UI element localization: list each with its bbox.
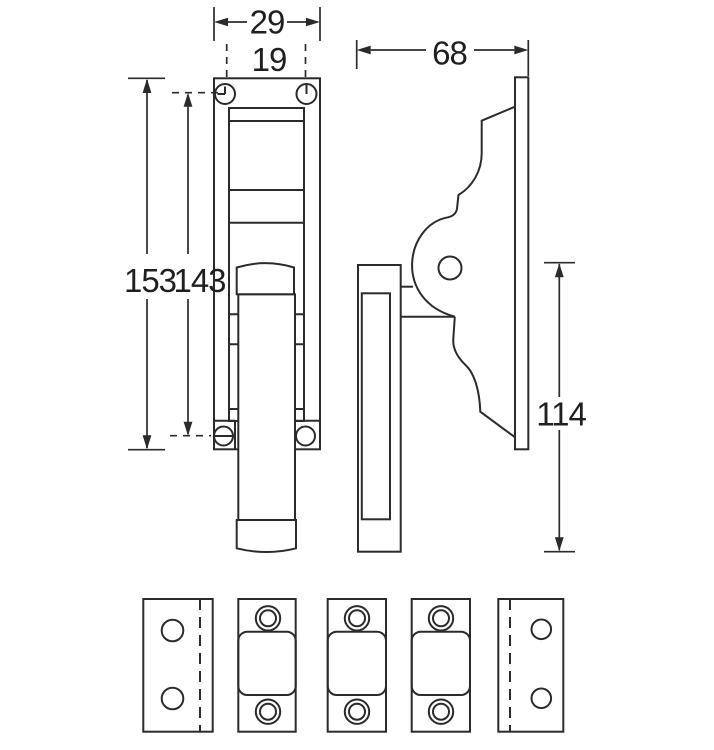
dim-68-extension-lines (355, 40, 530, 76)
dim-29-arrow-right (306, 17, 320, 27)
dim-153-arrow-top (142, 78, 152, 93)
keep-2-box (326, 630, 388, 697)
end-plate-right-hole-bottom (530, 687, 553, 710)
side-view (357, 76, 530, 553)
keep-2-countersink-bottom (343, 698, 371, 725)
dimension-153: 153 (124, 77, 177, 451)
keep-1-countersink-bottom (254, 698, 282, 725)
dim-label-front-height: 153 (124, 262, 176, 299)
end-plate-left-hole-bottom (160, 686, 185, 711)
keep-2-hole-top (348, 609, 366, 628)
keep-plate-1 (237, 598, 297, 733)
bottom-screw-hole-right (295, 425, 316, 447)
end-plate-right (497, 598, 565, 733)
top-screw-hole-right (295, 83, 318, 105)
keep-1-hole-top (259, 609, 277, 628)
keep-plate-3 (410, 598, 472, 733)
dim-153-ticks (128, 77, 165, 451)
dim-143-dashed-leaders (170, 91, 218, 437)
end-plate-left-body (142, 598, 214, 733)
side-ogee-lower (452, 316, 516, 439)
end-plate-left-hole-top (160, 618, 185, 643)
dim-label-side-handle-length: 114 (536, 396, 586, 433)
dim-label-side-depth: 68 (432, 35, 467, 72)
dimension-29: 29 (213, 4, 321, 41)
keep-2-hole-bottom (348, 702, 366, 721)
handle-grip (235, 519, 297, 554)
dim-114-arrow-top (554, 263, 564, 278)
side-ogee-upper (411, 105, 516, 318)
keep-3-countersink-top (427, 605, 455, 632)
keep-1-countersink-top (254, 605, 282, 632)
handle-shaft (237, 293, 297, 521)
dim-label-front-screw-spacing: 19 (252, 41, 287, 78)
dim-19-dashed-ticks (225, 44, 307, 78)
dimension-68: 68 (355, 35, 530, 76)
dim-68-arrow-left (356, 45, 371, 55)
keep-1-hole-bottom (259, 702, 277, 721)
keep-1-body (237, 598, 297, 733)
side-handle-bar (357, 264, 402, 553)
front-view (213, 77, 321, 554)
dim-29-arrow-left (214, 17, 228, 27)
side-mounting-plate (514, 76, 530, 451)
keep-3-body (410, 598, 472, 733)
dim-label-front-width: 29 (250, 4, 285, 41)
end-plate-right-body (497, 598, 565, 733)
side-pivot-hole (437, 255, 463, 281)
dim-143-arrow-bottom (183, 421, 193, 436)
keep-3-box (410, 630, 472, 697)
keep-plate-2 (326, 598, 388, 733)
dim-29-extension-lines (213, 7, 321, 41)
top-screw-hole-left (214, 83, 236, 105)
dimension-114: 114 (536, 261, 587, 553)
keep-3-hole-bottom (432, 702, 450, 721)
top-screw-slot-left (217, 86, 226, 95)
keep-1-box (237, 630, 297, 697)
end-plate-right-hole-top (530, 618, 553, 641)
keep-2-countersink-top (343, 605, 371, 632)
end-plate-left (142, 598, 214, 733)
keep-3-hole-top (432, 609, 450, 628)
keep-3-countersink-bottom (427, 698, 455, 725)
dim-153-arrow-bottom (142, 435, 152, 450)
side-handle-bar-inset (360, 292, 391, 521)
bottom-lugs (214, 419, 320, 450)
dim-68-arrow-right (514, 45, 529, 55)
keeper-plates-row (142, 598, 565, 733)
dim-143-arrow-top (183, 92, 193, 107)
dimension-143: 143 (170, 91, 227, 437)
handle-cap (235, 262, 295, 296)
dimension-19: 19 (225, 41, 307, 78)
dim-114-ticks (544, 261, 575, 553)
dim-label-front-screw-height: 143 (173, 262, 225, 299)
dim-114-arrow-bottom (554, 537, 564, 552)
keep-2-body (326, 598, 388, 733)
